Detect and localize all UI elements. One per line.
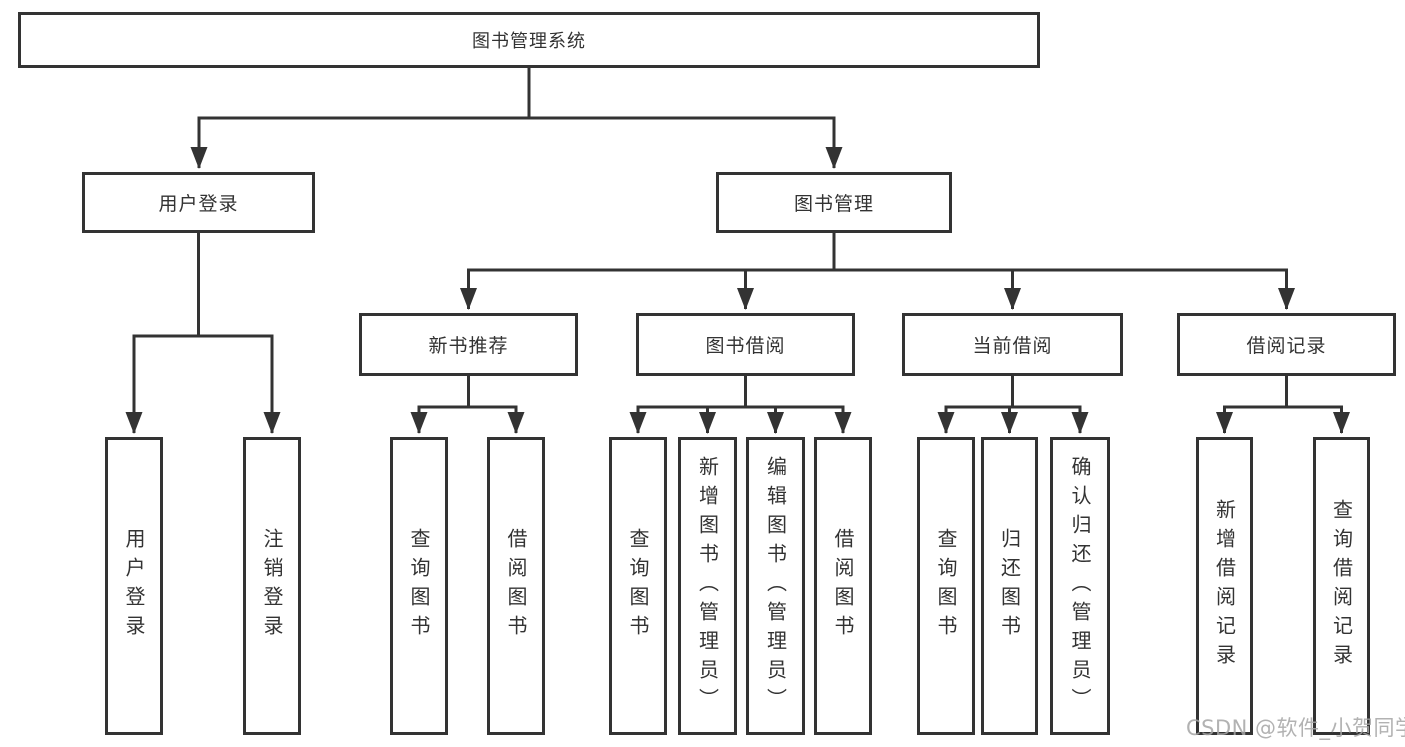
node-book-borrowing: 图书借阅	[636, 313, 855, 376]
node-label: 图书管理	[793, 193, 874, 215]
node-label: 图书管理系统	[472, 31, 586, 52]
leaf-return-books: 归还图书	[981, 437, 1038, 735]
leaf-query-books-borrowing: 查询图书	[609, 437, 667, 735]
leaf-label: 新增借阅记录	[1212, 499, 1237, 673]
node-label: 借阅记录	[1246, 335, 1327, 357]
node-label: 用户登录	[158, 193, 239, 215]
leaf-add-borrowing-record: 新增借阅记录	[1196, 437, 1253, 735]
leaf-label: 查询图书	[934, 528, 958, 644]
node-new-book-recommendation: 新书推荐	[359, 313, 578, 376]
leaf-edit-books-admin: 编辑图书（管理员）	[746, 437, 805, 735]
leaf-label: 新增图书（管理员）	[695, 455, 720, 717]
leaf-label: 用户登录	[122, 528, 146, 644]
leaf-borrow-books-borrowing: 借阅图书	[814, 437, 872, 735]
leaf-query-books-current: 查询图书	[917, 437, 975, 735]
leaf-label: 确认归还（管理员）	[1068, 455, 1092, 717]
node-label: 当前借阅	[972, 335, 1053, 357]
leaf-label: 查询图书	[626, 528, 650, 644]
node-current-borrowing: 当前借阅	[902, 313, 1123, 376]
watermark-csdn: CSDN @软件_小贺同学	[1186, 716, 1405, 740]
leaf-label: 查询图书	[407, 528, 431, 644]
leaf-user-login: 用户登录	[105, 437, 163, 735]
leaf-add-books-admin: 新增图书（管理员）	[678, 437, 737, 735]
leaf-label: 借阅图书	[831, 528, 855, 644]
leaf-query-books-recommend: 查询图书	[390, 437, 448, 735]
node-book-management: 图书管理	[716, 172, 952, 233]
node-borrowing-records: 借阅记录	[1177, 313, 1396, 376]
node-label: 图书借阅	[705, 335, 786, 357]
leaf-label: 归还图书	[997, 528, 1022, 644]
leaf-label: 查询借阅记录	[1329, 499, 1354, 673]
leaf-label: 编辑图书（管理员）	[763, 455, 788, 717]
node-library-management-system: 图书管理系统	[18, 12, 1040, 68]
leaf-borrow-books-recommend: 借阅图书	[487, 437, 545, 735]
leaf-query-borrowing-record: 查询借阅记录	[1313, 437, 1370, 735]
leaf-confirm-return-admin: 确认归还（管理员）	[1050, 437, 1110, 735]
node-user-login: 用户登录	[82, 172, 315, 233]
node-label: 新书推荐	[428, 335, 509, 357]
leaf-label: 注销登录	[260, 528, 284, 644]
leaf-label: 借阅图书	[504, 528, 528, 644]
leaf-logout-login: 注销登录	[243, 437, 301, 735]
